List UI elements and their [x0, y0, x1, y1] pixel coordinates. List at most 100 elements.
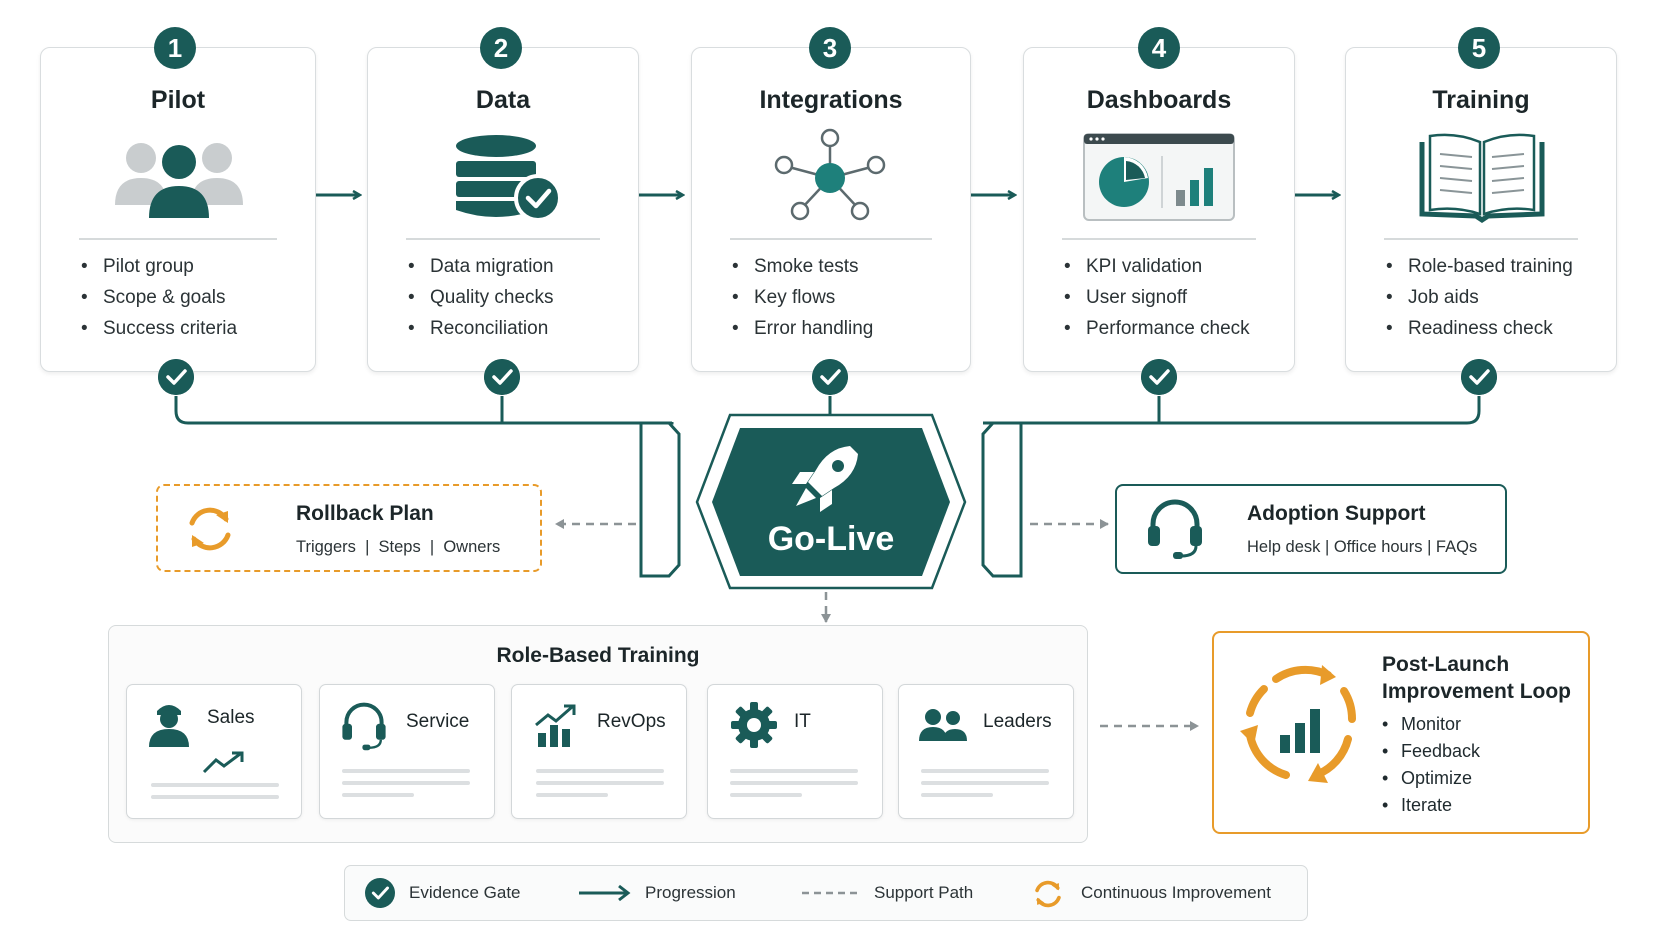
step-card-integrations: Integrations Smoke tests Key flows Error… [691, 47, 971, 372]
placeholder-line [921, 781, 1049, 785]
role-label: RevOps [597, 711, 666, 732]
role-card-leaders: Leaders [898, 684, 1074, 819]
placeholder-line [536, 769, 664, 773]
dashed-line-icon [802, 891, 860, 895]
rocket-icon [792, 446, 858, 512]
list-item: User signoff [1064, 282, 1250, 313]
list-item: Quality checks [408, 282, 554, 313]
placeholder-line [151, 795, 279, 799]
role-label: Sales [207, 707, 255, 728]
list-item-label: Iterate [1401, 795, 1453, 815]
list-item: •Iterate [1382, 795, 1453, 815]
step-title: Data [475, 86, 531, 114]
step-title: Training [1432, 86, 1530, 114]
role-card-it: IT [707, 684, 883, 819]
gate-connectors [174, 396, 1481, 425]
role-label: Service [406, 711, 470, 732]
post-launch-title-line: Improvement Loop [1382, 680, 1572, 703]
placeholder-line [921, 769, 1049, 773]
adoption-support-box: Adoption Support Help desk | Office hour… [1115, 484, 1507, 574]
check-icon [1141, 359, 1177, 395]
list-item: Success criteria [81, 313, 237, 344]
rollback-title: Rollback Plan [296, 502, 434, 525]
step-card-dashboards: Dashboards KPI validation User signoff P… [1023, 47, 1295, 372]
refresh-icon [189, 507, 231, 551]
step-items: Smoke tests Key flows Error handling [732, 251, 873, 344]
legend-label: Evidence Gate [409, 883, 521, 902]
placeholder-line [921, 793, 993, 797]
legend: Evidence Gate Progression Support Path C… [344, 865, 1308, 921]
step-card-data: Data Data migration Quality checks Recon… [367, 47, 639, 372]
placeholder-line [342, 769, 470, 773]
step-items: Pilot group Scope & goals Success criter… [81, 251, 237, 344]
step-card-training: Training Role-based training Job aids Re… [1345, 47, 1617, 372]
list-item: Data migration [408, 251, 554, 282]
placeholder-line [342, 793, 414, 797]
list-item: Smoke tests [732, 251, 873, 282]
dashboard-icon [1024, 128, 1294, 228]
arrow-icon [579, 884, 631, 902]
placeholder-line [730, 781, 858, 785]
cycle-chart-icon [1240, 665, 1357, 783]
step-items: Data migration Quality checks Reconcilia… [408, 251, 554, 344]
role-label: Leaders [983, 711, 1052, 732]
list-item: •Feedback [1382, 741, 1481, 761]
list-item: Pilot group [81, 251, 237, 282]
growth-chart-icon [535, 704, 576, 747]
post-launch-items: •Monitor •Feedback •Optimize •Iterate [1382, 711, 1480, 819]
gear-icon [731, 702, 777, 748]
list-item: KPI validation [1064, 251, 1250, 282]
list-item: •Monitor [1382, 714, 1462, 734]
role-training-title: Role-Based Training [496, 644, 700, 667]
post-launch-title-line: Post-Launch [1382, 653, 1510, 676]
list-item: Job aids [1386, 282, 1573, 313]
legend-label: Progression [645, 883, 736, 902]
list-item: Error handling [732, 313, 873, 344]
cycle-icon [1035, 880, 1061, 908]
step-title: Dashboards [1086, 86, 1232, 114]
salesperson-icon [149, 705, 189, 747]
role-label: IT [794, 711, 811, 732]
book-icon [1346, 128, 1616, 228]
step-title: Integrations [759, 86, 903, 114]
role-card-service: Service [319, 684, 495, 819]
check-icon [484, 359, 520, 395]
rollback-plan-box: Rollback Plan Triggers | Steps | Owners [156, 484, 542, 572]
golive-brackets [639, 421, 1023, 578]
list-item: Key flows [732, 282, 873, 313]
placeholder-line [536, 793, 608, 797]
trend-up-icon [202, 751, 244, 774]
check-icon [1461, 359, 1497, 395]
adoption-title: Adoption Support [1247, 502, 1426, 525]
list-item: Role-based training [1386, 251, 1573, 282]
golive-label: Go-Live [767, 520, 895, 558]
post-launch-loop-box: Post-Launch Improvement Loop •Monitor •F… [1212, 631, 1590, 834]
list-item-label: Feedback [1401, 741, 1481, 761]
placeholder-line [730, 793, 802, 797]
step-title: Pilot [150, 86, 206, 114]
card-divider [406, 238, 600, 240]
adoption-subtitle: Help desk | Office hours | FAQs [1247, 538, 1478, 556]
step-number-badge: 4 [1138, 27, 1180, 69]
list-item: Performance check [1064, 313, 1250, 344]
legend-label: Support Path [874, 883, 974, 902]
step-items: Role-based training Job aids Readiness c… [1386, 251, 1573, 344]
placeholder-line [536, 781, 664, 785]
card-divider [1384, 238, 1578, 240]
role-card-revops: RevOps [511, 684, 687, 819]
network-icon [692, 128, 970, 228]
check-icon [365, 878, 395, 908]
headset-icon [1148, 499, 1202, 559]
role-card-sales: Sales [126, 684, 302, 819]
step-card-pilot: Pilot Pilot group Scope & goals Success … [40, 47, 316, 372]
legend-label: Continuous Improvement [1081, 883, 1271, 902]
database-check-icon [368, 128, 638, 228]
list-item: Reconciliation [408, 313, 554, 344]
headset-icon [342, 702, 386, 751]
step-number-badge: 5 [1458, 27, 1500, 69]
step-number-badge: 1 [154, 27, 196, 69]
card-divider [730, 238, 932, 240]
step-number-badge: 2 [480, 27, 522, 69]
card-divider [79, 238, 277, 240]
rollback-subtitle: Triggers | Steps | Owners [296, 538, 501, 556]
